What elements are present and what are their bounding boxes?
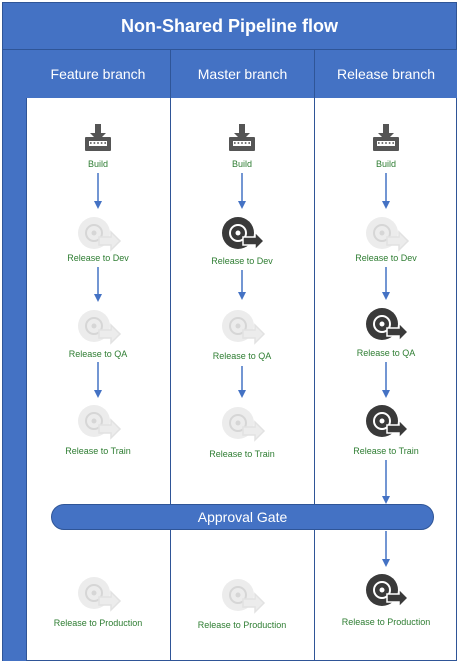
step-label: Release to QA: [356, 348, 416, 358]
step-label: Build: [231, 159, 252, 169]
step-label: Release to Dev: [355, 253, 417, 263]
step-label: Release to Train: [353, 446, 419, 456]
step-label: Release to Train: [209, 449, 275, 459]
column-header-master: Master branch: [171, 50, 315, 98]
step-label: Release to Production: [341, 617, 431, 627]
diagram-title: Non-Shared Pipeline flow: [2, 2, 457, 50]
column-divider: [170, 98, 171, 661]
column-divider: [314, 98, 315, 661]
step-label: Build: [87, 159, 108, 169]
step-label: Build: [375, 159, 396, 169]
column-header-feature: Feature branch: [26, 50, 171, 98]
step-label: Release to Train: [65, 446, 131, 456]
step-label: Release to QA: [212, 351, 272, 361]
step-label: Release to Dev: [67, 253, 129, 263]
column-header-release: Release branch: [315, 50, 457, 98]
approval-gate: Approval Gate: [51, 504, 434, 530]
step-label: Release to Dev: [211, 256, 273, 266]
step-label: Release to Production: [197, 620, 287, 630]
left-rail: [2, 50, 26, 661]
step-label: Release to QA: [68, 349, 128, 359]
step-label: Release to Production: [53, 618, 143, 628]
